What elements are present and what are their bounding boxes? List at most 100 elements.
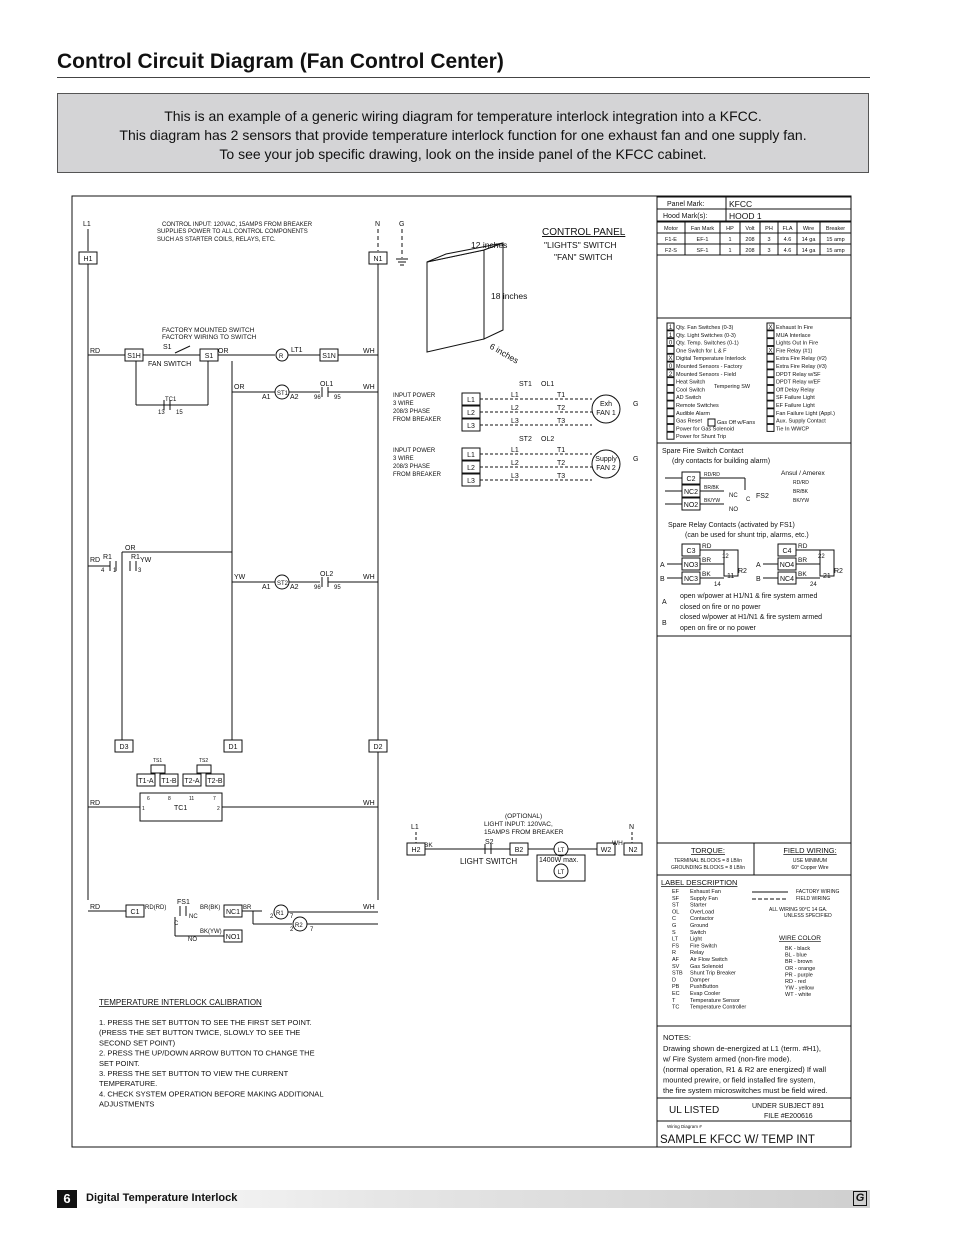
option-label: EF Failure Light [776,403,815,409]
option-checkbox [766,330,775,339]
terminal-phase-label: L1 [467,452,475,459]
terminal-s1n-label: S1N [322,353,336,360]
terminal-phase-label: L3 [467,423,475,430]
label-a1: A1 [262,584,271,591]
label-no: NO [729,507,738,513]
lamp-label: LT [558,870,565,876]
terminal-n2 [623,842,643,856]
relay-note: open on fire or no power [680,625,757,632]
relay-pin: 12 [722,554,729,560]
wire-color-item: BL - blue [785,953,807,959]
wire-bk-yw: BK(YW) [200,929,222,935]
motor-cell: F2-S [665,248,677,254]
fan-switch-note: FACTORY MOUNTED SWITCH [162,327,255,334]
light-switch-label: LIGHT SWITCH [460,857,517,866]
label-4: 4 [101,568,105,574]
dimension-depth: 6 inches [488,341,520,365]
intro-line: To see your job specific drawing, look o… [219,146,707,162]
label-st2: ST2 [277,581,289,587]
label-ol1: OL1 [320,381,333,388]
input-power-note: INPUT POWER [393,393,436,399]
relay-contact-box [819,549,835,577]
spare-relay-terminal-label: NO3 [684,562,699,569]
ansul-wire-label: RD/RD [793,480,809,486]
hood-mark-label: Hood Mark(s): [663,213,707,220]
terminal-d2-label: D2 [374,744,383,751]
option-checkbox [666,416,675,425]
spare-fire-wire-label: BR/BK [704,485,720,491]
option-checkbox [766,416,775,425]
gas-off-note: Gas Off w/Fans [717,420,755,426]
option-label: Qty. Fan Switches (0-3) [676,325,734,331]
label-ol2: OL2 [320,571,333,578]
spare-relay-terminal-label: NC4 [780,576,794,583]
motor-cell: 14 ga [802,237,817,243]
label-c: C [746,497,751,503]
spare-fire-title: Spare Fire Switch Contact [662,448,743,455]
footer-bar [57,1190,870,1208]
option-checkbox [666,353,675,362]
wire-rd: RD [90,800,100,807]
wire-wh: WH [363,904,375,911]
relay-note: closed w/power at H1/N1 & fire system ar… [680,614,822,621]
terminal-t2a-label: T2-A [184,778,200,785]
terminal-d1-label: D1 [229,744,238,751]
input-power-note: FROM BREAKER [393,472,442,478]
calibration-step: 3. PRESS THE SET BUTTON TO VIEW THE CURR… [99,1069,289,1078]
option-checkbox [766,423,775,432]
panel-mark-value: KFCC [729,199,752,209]
ansul-wire-label: BK/YW [793,498,809,504]
title-rule [57,77,870,78]
option-checkbox [766,338,775,347]
label-fs2: FS2 [756,493,769,500]
terminal-h2-label: H2 [412,847,421,854]
label-meaning: Starter [690,903,707,909]
label-b: B [756,576,761,583]
wire-or: OR [125,545,136,552]
phase-label: L2 [511,405,519,412]
motor-cell: 3 [767,248,770,254]
terminal-d3-label: D3 [120,744,129,751]
wire-color-item: RD - red [785,979,806,985]
terminal-d1 [223,739,243,753]
label-st1: ST1 [277,391,289,397]
option-checkbox [666,338,675,347]
intro-box: This is an example of a generic wiring d… [57,93,869,173]
label-s1: S1 [163,344,172,351]
ansul-wire-label: BR/BK [793,489,809,495]
wire-rd: RD [90,904,100,911]
option-checkbox [666,377,675,386]
spare-fire-terminal-label: NO2 [684,502,699,509]
label-95: 95 [334,395,341,401]
panel-mark-label: Panel Mark: [667,201,704,208]
ul-subject: UNDER SUBJECT 891 [752,1103,824,1110]
option-label: One Switch for L & F [676,348,727,354]
wire-color-item: OR - orange [785,966,815,972]
control-input-note: SUPPLIES POWER TO ALL CONTROL COMPONENTS [157,229,308,235]
notes-line: the fire system microswitches must be fi… [663,1086,828,1095]
torque-line: GROUNDING BLOCKS = 8 LB/in [671,865,745,871]
spare-relay-title: Spare Relay Contacts (activated by FS1) [668,522,795,529]
label-fs1: FS1 [177,899,190,906]
tc-term: 1 [142,806,145,812]
page-title: Control Circuit Diagram (Fan Control Cen… [57,50,504,73]
light-note: (OPTIONAL) [505,813,542,820]
starter-label: ST2 [519,436,532,443]
notes-line: w/ Fire System armed (non-fire mode). [662,1055,791,1064]
option-checkbox [666,322,675,331]
option-label: Digital Temperature Interlock [676,356,746,362]
calibration-step: 1. PRESS THE SET BUTTON TO SEE THE FIRST… [99,1018,312,1027]
phase-label: L3 [511,418,519,425]
spare-relay-subtitle: (can be used for shunt trip, alarms, etc… [685,532,809,539]
wire-rd: RD [90,348,100,355]
spare-fire-terminal-label: C2 [687,476,696,483]
light-note: 15AMPS FROM BREAKER [484,829,564,836]
option-checkbox [766,369,775,378]
relay-contact-box [723,549,739,577]
phase-label: L2 [511,460,519,467]
input-power-note: FROM BREAKER [393,417,442,423]
fan-motor [591,394,621,424]
option-label: Gas Reset [676,419,702,425]
label-meaning: Temperature Sensor [690,998,740,1004]
motor-cell: 15 amp [826,248,844,254]
